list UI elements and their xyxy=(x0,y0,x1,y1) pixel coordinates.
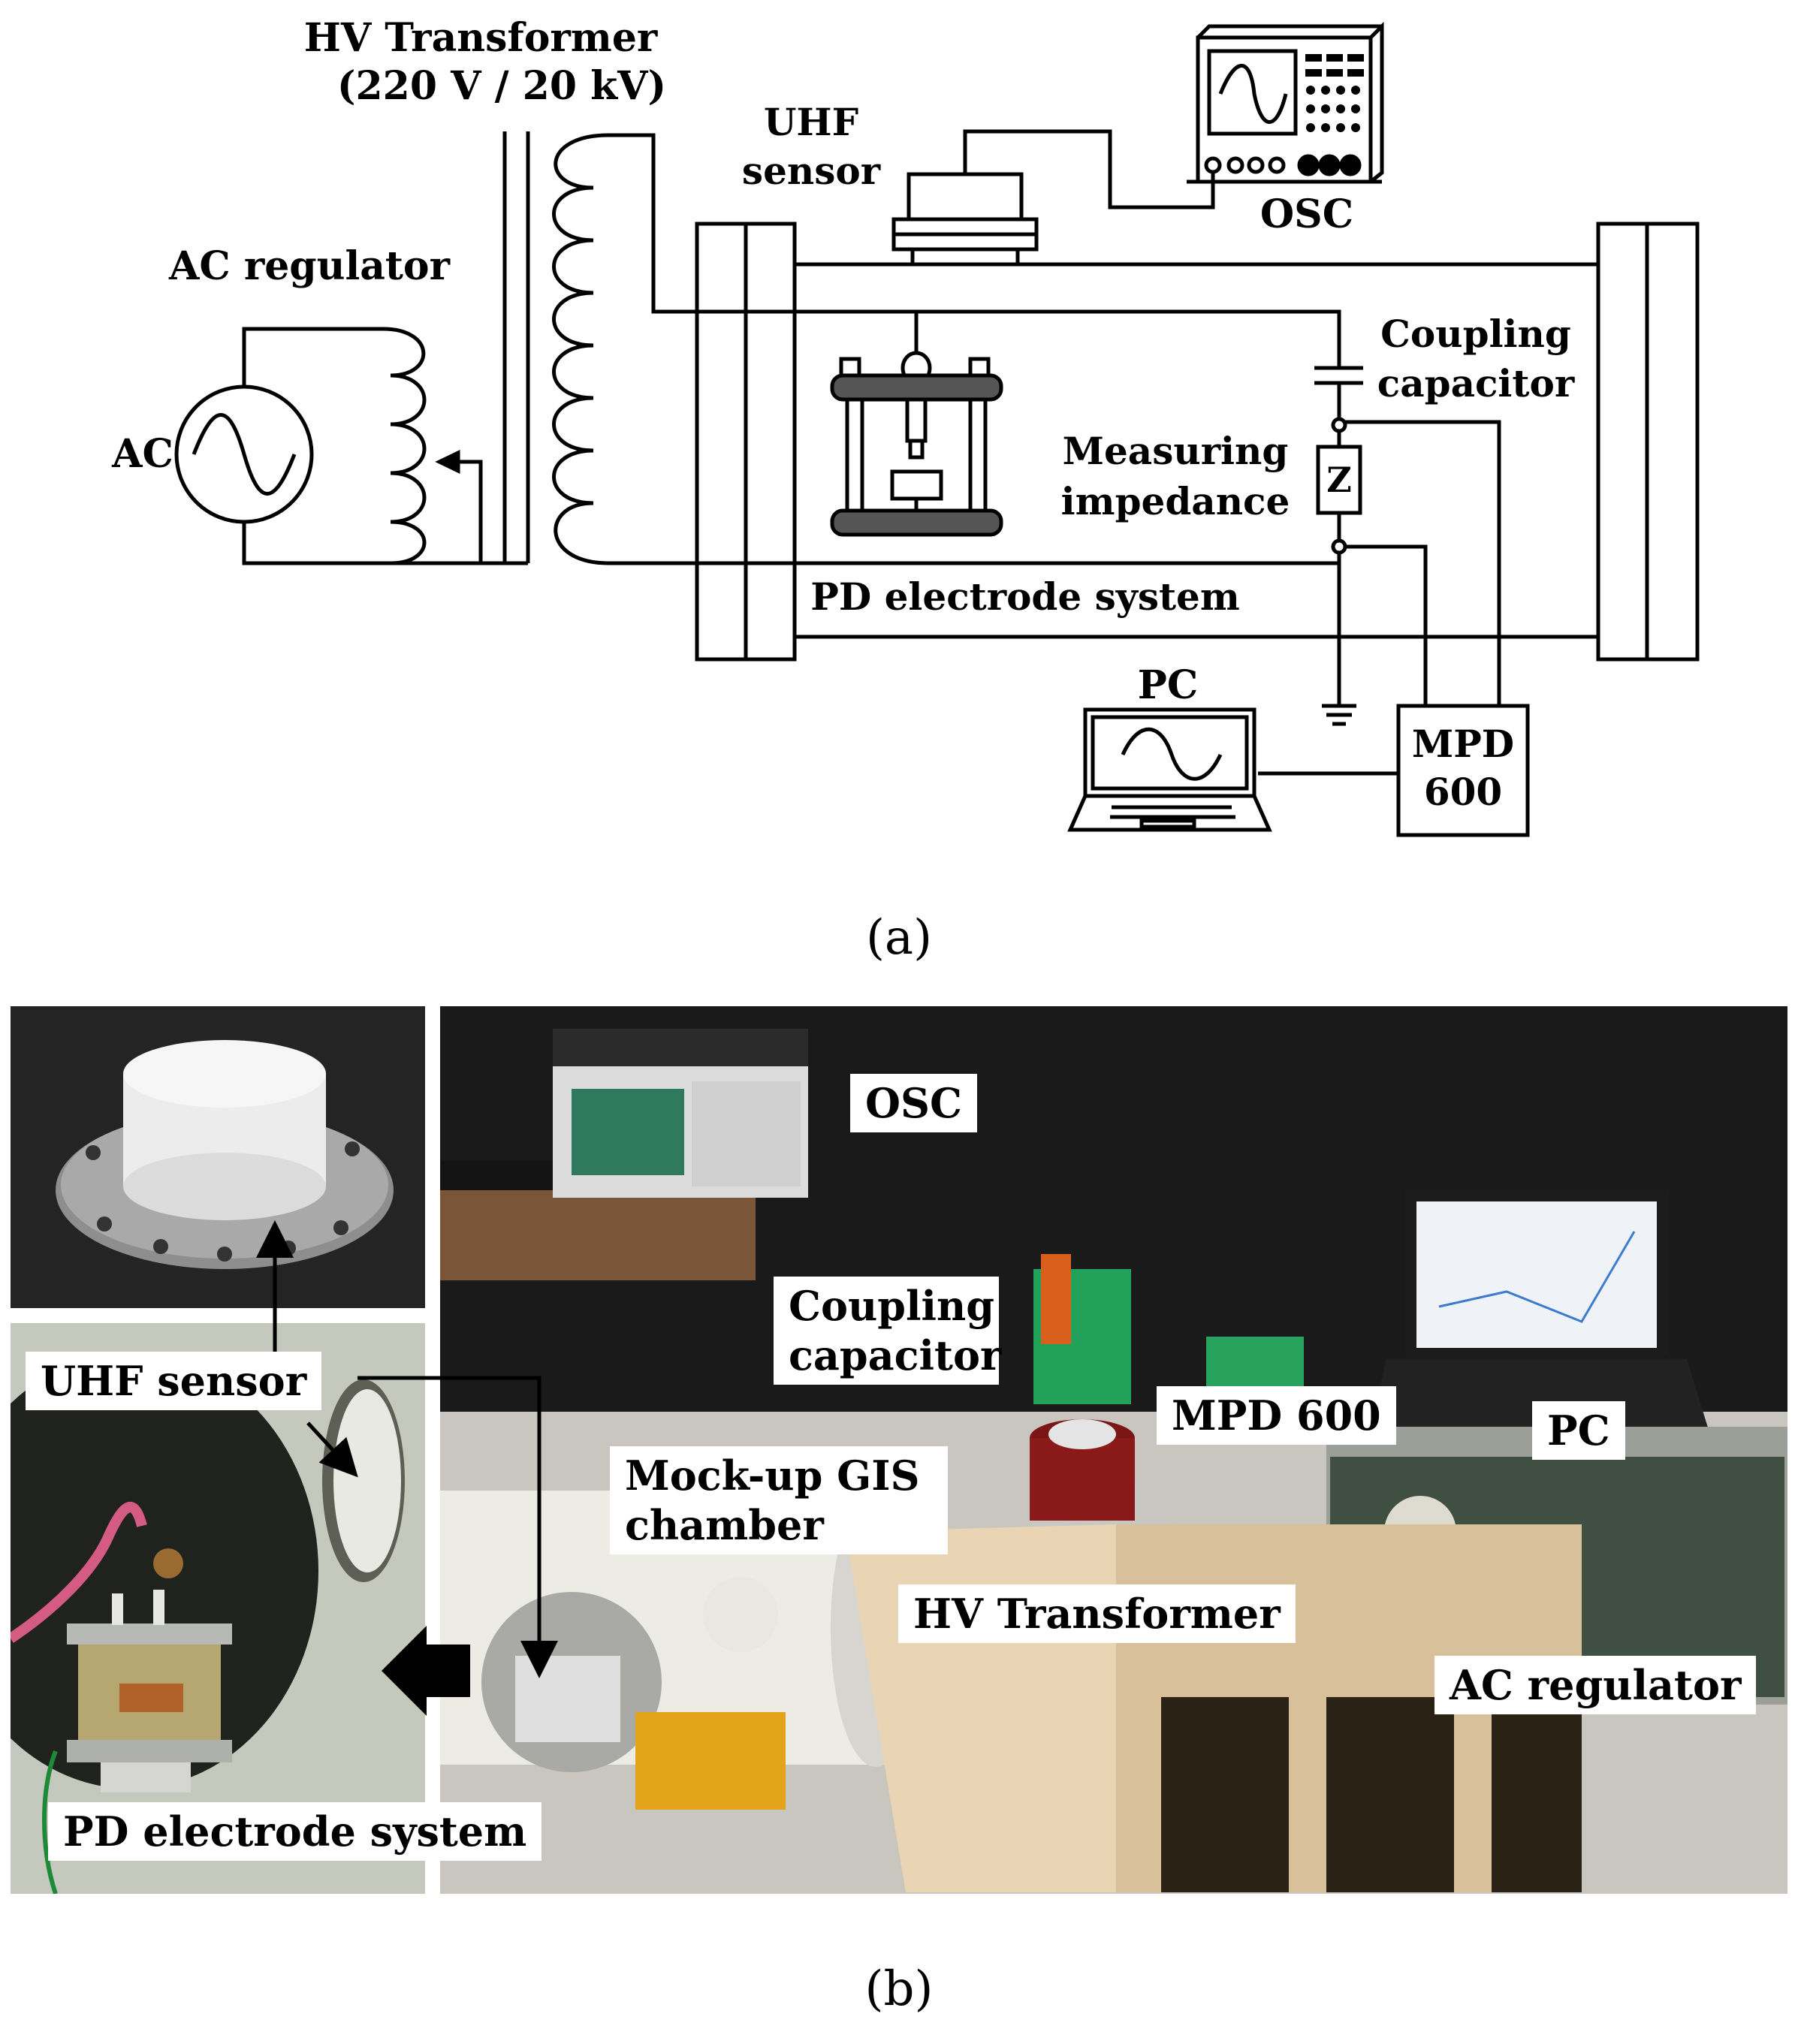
ac-label: AC xyxy=(111,431,173,477)
circuit-schematic: HV Transformer (220 V / 20 kV) UHF senso… xyxy=(111,15,1700,837)
uhf-sensor-label-2: sensor xyxy=(742,149,881,193)
callout-pc: PC xyxy=(1532,1401,1625,1460)
callout-hv-transformer: HV Transformer xyxy=(898,1584,1296,1643)
uhf-sensor-photo xyxy=(11,1006,425,1308)
uhf-sensor-icon xyxy=(891,172,1039,264)
osc-label: OSC xyxy=(1260,191,1353,237)
callout-coupling-capacitor-2: capacitor xyxy=(789,1331,1002,1379)
callout-coupling-capacitor-1: Coupling xyxy=(789,1282,995,1330)
hv-transformer-secondary-icon xyxy=(552,133,609,565)
uhf-sensor-label-1: UHF xyxy=(764,100,858,144)
caption-a: (a) xyxy=(865,910,933,966)
sine-wave-icon xyxy=(192,413,297,496)
coupling-capacitor-label-2: capacitor xyxy=(1377,361,1575,405)
block-arrow-shaft xyxy=(425,1645,470,1697)
pc-label: PC xyxy=(1138,662,1199,708)
callout-osc: OSC xyxy=(850,1074,978,1132)
chamber-interior-photo xyxy=(11,1323,425,1894)
caption-b: (b) xyxy=(864,1961,934,2017)
ground-icon xyxy=(1322,704,1356,726)
hv-transformer-rating: (220 V / 20 kV) xyxy=(337,63,666,109)
impedance-symbol: Z xyxy=(1326,460,1352,500)
callout-mockup-gis-2: chamber xyxy=(625,1501,824,1549)
ac-regulator-coil-icon xyxy=(382,327,427,565)
mpd-label-2: 600 xyxy=(1424,770,1502,814)
mpd-label-1: MPD xyxy=(1412,722,1514,766)
ac-regulator-label: AC regulator xyxy=(168,243,451,289)
block-arrow-icon xyxy=(382,1626,427,1716)
callout-uhf-sensor: UHF sensor xyxy=(26,1352,322,1410)
callout-mpd600: MPD 600 xyxy=(1157,1386,1396,1445)
coupling-capacitor-label-1: Coupling xyxy=(1380,312,1571,356)
callout-coupling-capacitor: Coupling capacitor xyxy=(774,1277,1002,1385)
callout-mockup-gis: Mock-up GIS chamber xyxy=(610,1446,948,1554)
laptop-icon xyxy=(1067,707,1272,832)
measuring-impedance-label-1: Measuring xyxy=(1063,429,1289,473)
oscilloscope-icon xyxy=(1187,21,1384,184)
pd-electrode-system-icon xyxy=(830,312,1003,537)
hv-transformer-label: HV Transformer xyxy=(304,15,658,61)
measuring-impedance-label-2: impedance xyxy=(1061,479,1290,523)
pd-electrode-system-label: PD electrode system xyxy=(810,574,1240,619)
callout-pd-electrode-system: PD electrode system xyxy=(48,1802,542,1861)
callout-mockup-gis-1: Mock-up GIS xyxy=(625,1452,920,1500)
mpd600-box xyxy=(1396,704,1530,837)
callout-ac-regulator: AC regulator xyxy=(1434,1656,1757,1714)
